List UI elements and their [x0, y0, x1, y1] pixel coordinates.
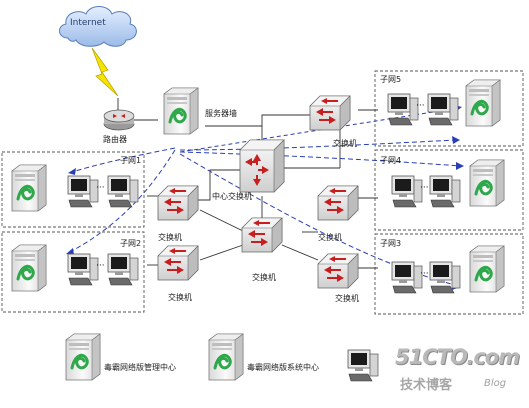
switch-icon-left-low: [157, 245, 199, 281]
router-label: 路由器: [103, 135, 127, 144]
mgmt-center-label: 毒霸网络版管理中心: [104, 363, 176, 372]
switch-icon-right-low: [317, 253, 359, 289]
subnet1-box: [1, 151, 145, 228]
subnet5-server-icon: [464, 78, 502, 128]
subnet5-box: [374, 70, 524, 147]
watermark-site: 51CTO.com: [395, 345, 520, 369]
subnet3-box: [374, 233, 524, 315]
subnet4-label: 子网4: [380, 156, 402, 165]
switch-label-right-mid: 交换机: [318, 233, 342, 242]
subnet2-server-icon: [10, 243, 48, 293]
client-pc-icon: [347, 349, 379, 382]
subnet3-label: 子网3: [380, 239, 402, 248]
switch-icon-center-low: [241, 217, 283, 253]
switch-label-left-low: 交换机: [168, 293, 192, 302]
subnet4-pc-icon: [429, 175, 461, 208]
firewall-server-icon: [162, 86, 200, 136]
mgmt-center-server-icon: [64, 332, 102, 382]
switch-icon-left-mid: [157, 185, 199, 221]
subnet1-pc-icon: [107, 175, 139, 208]
subnet2-pc-icon: [67, 253, 99, 286]
router-icon: [103, 109, 135, 131]
internet-label: Internet: [70, 18, 106, 28]
subnet3-server-icon: [468, 244, 506, 294]
subnet3-pc-icon: [391, 261, 423, 294]
subnet1-server-icon: [10, 163, 48, 213]
subnet2-pc-icon: [107, 253, 139, 286]
subnet4-server-icon: [468, 158, 506, 208]
subnet1-pc-icon: [67, 175, 99, 208]
subnet1-label: 子网1: [120, 156, 142, 165]
lightning-icon: [91, 47, 119, 97]
svg-text:···: ···: [96, 261, 105, 271]
internet-cloud: [59, 6, 137, 47]
svg-text:···: ···: [420, 183, 429, 193]
subnet5-pc-icon: [387, 93, 419, 126]
switch-icon-top: [309, 95, 351, 131]
subnet2-box: [1, 231, 145, 313]
watermark-blog-cn: 技术博客: [400, 378, 453, 393]
subnet4-box: [374, 149, 524, 231]
system-center-label: 毒霸网络版系统中心: [247, 363, 319, 372]
subnet5-label: 子网5: [380, 75, 402, 84]
switch-label-center-low: 交换机: [252, 273, 276, 282]
svg-text:···: ···: [416, 101, 425, 111]
svg-text:···: ···: [96, 183, 105, 193]
core-switch-label: 中心交换机: [212, 192, 252, 201]
switch-label-right-low: 交换机: [335, 294, 359, 303]
switch-label-left-mid: 交换机: [158, 233, 182, 242]
switch-label-top: 交换机: [333, 139, 357, 148]
svg-text:···: ···: [420, 269, 429, 279]
subnet2-label: 子网2: [120, 239, 142, 248]
firewall-label: 服务器墙: [205, 109, 237, 118]
switch-icon-right-mid: [317, 185, 359, 221]
watermark-blog-en: Blog: [484, 378, 507, 389]
system-center-server-icon: [207, 332, 245, 382]
core-switch-icon: [239, 139, 285, 193]
subnet4-pc-icon: [391, 175, 423, 208]
subnet5-pc-icon: [427, 93, 459, 126]
